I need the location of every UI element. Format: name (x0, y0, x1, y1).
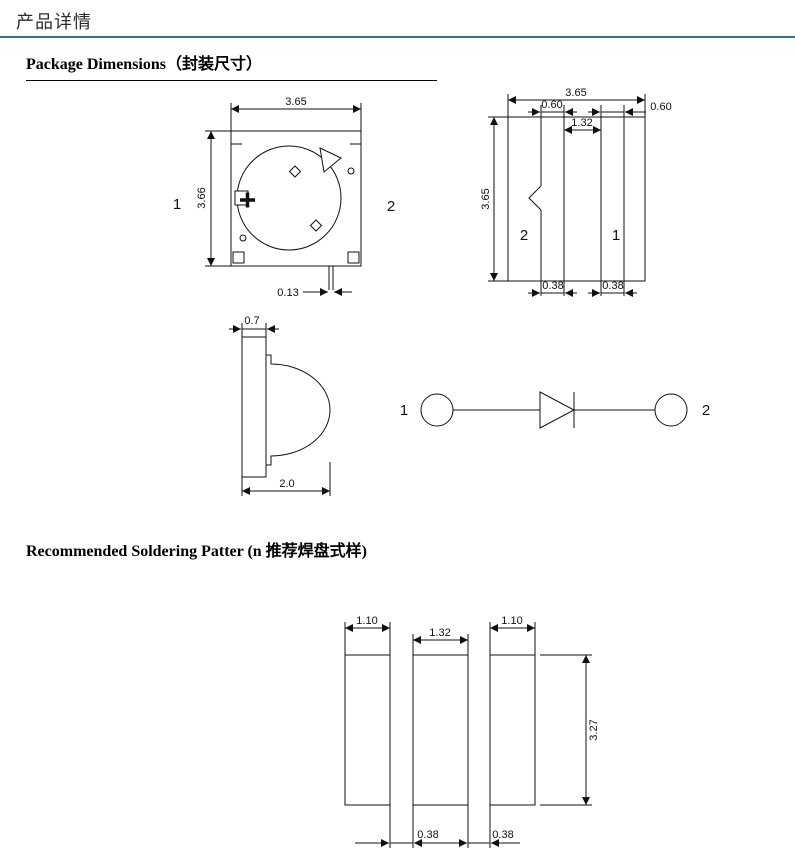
circuit-pin1-label: 1 (400, 402, 408, 419)
dim-label-lead-width: 0.13 (277, 287, 298, 299)
dim-label-pad-gap: 1.32 (571, 117, 592, 129)
dim-label-bottom-left-038: 0.38 (542, 280, 563, 292)
diamond-mark-top (288, 165, 302, 178)
solder-pad-right (489, 654, 536, 806)
diode-symbol (539, 391, 576, 429)
page-title: 产品详情 (16, 12, 92, 32)
top-view-pin2-label: 2 (387, 198, 395, 215)
top-view-package-outline (230, 130, 362, 290)
dim-label-bottom-width: 3.65 (565, 87, 586, 99)
cathode-chevron-mark (528, 185, 542, 211)
side-view-outline (241, 336, 331, 478)
small-hole-left (239, 234, 247, 242)
circuit-terminal-2 (654, 393, 688, 427)
circuit-pin2-label: 2 (702, 402, 710, 419)
technical-drawings: 3.65 3.66 0.13 1 2 (173, 87, 710, 848)
dim-label-top-height: 3.66 (196, 187, 208, 208)
alignment-cross (240, 192, 255, 208)
dim-label-bottom-height: 3.65 (480, 188, 492, 209)
bottom-view-package-outline (507, 116, 646, 282)
polarity-notch (319, 147, 342, 173)
dim-label-top-width: 3.65 (285, 96, 306, 108)
dim-label-gap-left: 0.38 (417, 829, 438, 841)
dim-label-pad-right-width: 1.10 (501, 615, 522, 627)
bottom-view-drawing: 3.65 0.60 0.60 1.32 3.65 0.38 0.38 2 1 (480, 87, 672, 297)
lens-dome (266, 354, 331, 466)
solder-pad-center (412, 654, 469, 806)
top-view-pin1-label: 1 (173, 196, 181, 213)
small-hole-right (347, 167, 355, 175)
solder-pattern-dimension-lines (344, 622, 592, 848)
dim-label-side-bottom: 2.0 (279, 478, 294, 490)
bottom-view-pin2-label: 2 (520, 227, 528, 244)
dim-label-pad-height: 3.27 (588, 719, 600, 740)
dim-label-bottom-right-038: 0.38 (602, 280, 623, 292)
top-view-drawing: 3.65 3.66 0.13 1 2 (173, 96, 395, 299)
section-heading-package-dimensions: Package Dimensions（封装尺寸） (26, 50, 437, 81)
side-view-dimension-lines (229, 323, 331, 496)
dim-label-pad-center-width: 1.32 (429, 627, 450, 639)
dim-label-gap-right: 0.38 (492, 829, 513, 841)
dim-label-side-top: 0.7 (244, 315, 259, 327)
section-heading-soldering-pattern: Recommended Soldering Patter (n 推荐焊盘式样) (26, 543, 368, 560)
side-view-drawing: 0.7 2.0 (229, 315, 331, 496)
bottom-view-pin1-label: 1 (612, 227, 620, 244)
title-divider (0, 36, 795, 38)
top-view-dimension-lines (205, 103, 362, 296)
dim-label-pad-right: 0.60 (650, 101, 671, 113)
diamond-mark-bottom (309, 219, 323, 232)
circuit-terminal-1 (420, 393, 454, 427)
bottom-view-dimension-lines (488, 94, 646, 297)
dim-label-pad-left-width: 1.10 (356, 615, 377, 627)
dim-label-pad-left: 0.60 (541, 99, 562, 111)
solder-pad-left (344, 654, 391, 806)
circuit-diagram: 1 2 (400, 391, 710, 429)
solder-pattern-drawing: 1.10 1.32 1.10 3.27 0.38 0.38 (344, 615, 600, 848)
